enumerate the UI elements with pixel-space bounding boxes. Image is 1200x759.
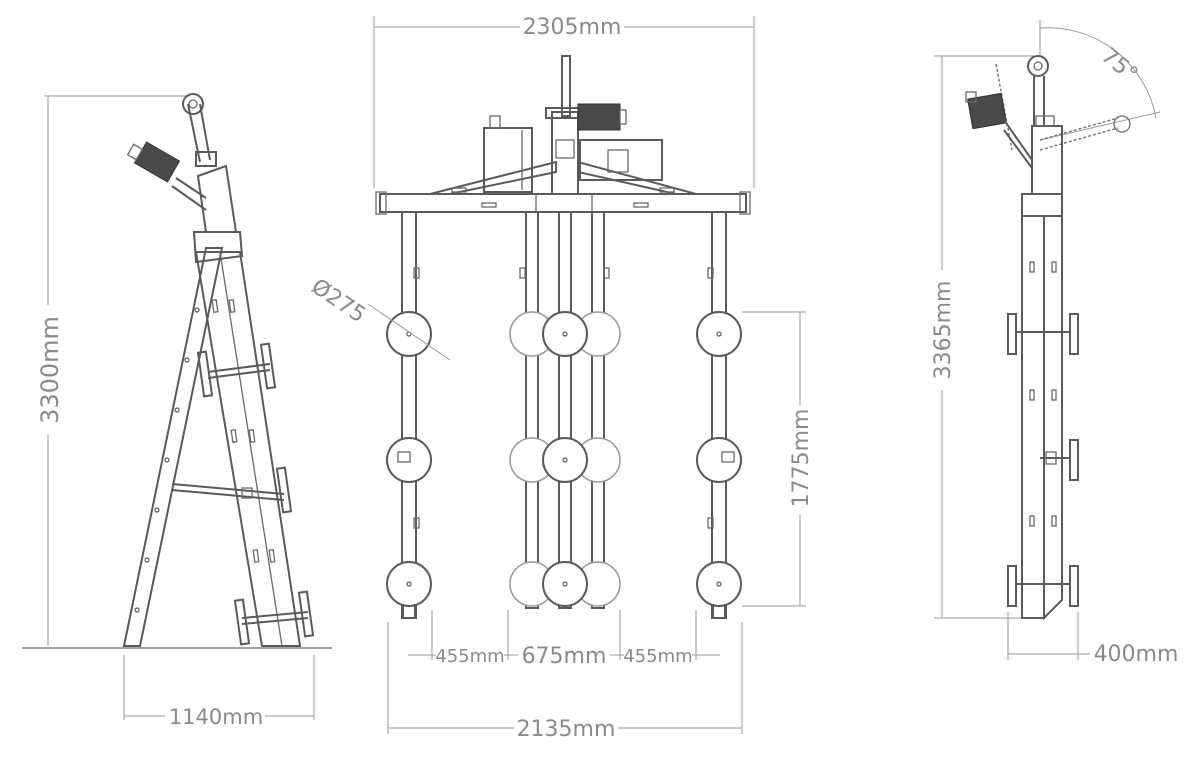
front-top-width-dimension: 2305mm: [373, 12, 755, 188]
side-height-label: 3300mm: [36, 316, 64, 424]
front-suction-cups: [386, 311, 742, 618]
front-crossbar: [375, 160, 751, 215]
front-suction-cups-back: [509, 311, 621, 607]
front-diameter-dimension: Ø275: [307, 274, 451, 361]
front-top-width-label: 2305mm: [523, 15, 622, 40]
side-main-beam: [194, 251, 302, 647]
front-bottom-width-dimension: 2135mm: [387, 622, 743, 742]
front-beams: [401, 211, 727, 619]
side-lifting-eye: [182, 93, 204, 115]
front-view: 2305mm: [307, 12, 816, 742]
rear-height-dimension: 3365mm: [926, 55, 1034, 619]
rear-height-label: 3365mm: [931, 281, 956, 380]
side-base-width-label: 1140mm: [169, 705, 263, 729]
front-gap-center-label: 675mm: [522, 644, 607, 669]
front-cup-diameter-label: Ø275: [307, 274, 370, 328]
side-suction-cups: [171, 342, 315, 646]
rear-tilt-angle-label: 75°: [1096, 43, 1142, 87]
rear-depth-label: 400mm: [1094, 642, 1179, 667]
front-cup-spacing-label: 1775mm: [789, 409, 814, 508]
rear-suction-cups: [1007, 313, 1079, 607]
rear-view: 3365mm 75°: [926, 20, 1178, 667]
front-bottom-width-label: 2135mm: [517, 717, 616, 742]
side-rear-leg: [122, 247, 224, 647]
side-motor: [126, 141, 207, 211]
side-head: [182, 93, 244, 264]
side-base-width-dimension: 1140mm: [123, 655, 315, 730]
front-gap-left-label: 455mm: [435, 646, 504, 667]
front-gap-dimensions: 455mm 675mm 455mm: [408, 610, 720, 669]
rear-depth-dimension: 400mm: [1007, 612, 1179, 667]
rear-tilt-dimension: 75°: [1039, 20, 1161, 141]
front-spacing-dimension: 1775mm: [742, 311, 816, 607]
rear-column: [1021, 193, 1063, 621]
rear-head: [965, 55, 1063, 195]
side-view: 3300mm 1140mm: [22, 93, 332, 730]
front-gap-right-label: 455mm: [623, 646, 692, 667]
front-center-mechanism: [483, 55, 663, 195]
side-height-dimension: 3300mm: [28, 95, 190, 646]
rear-lifting-eye: [1027, 55, 1049, 77]
